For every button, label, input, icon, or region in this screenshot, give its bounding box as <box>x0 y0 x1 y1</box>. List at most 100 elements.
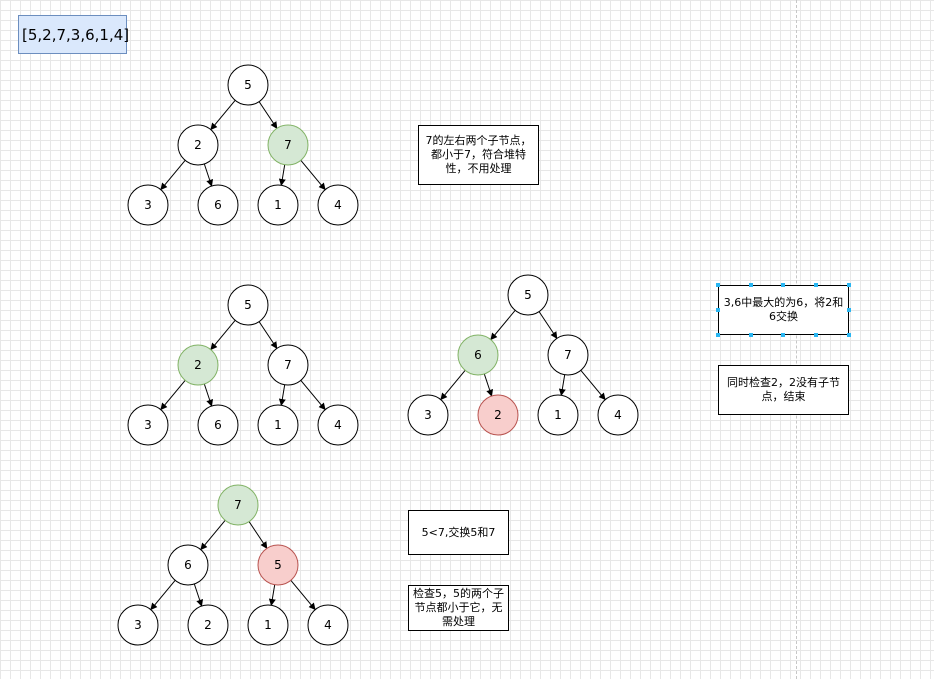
node-circle[interactable] <box>177 344 219 386</box>
tree-node-6[interactable]: 6 <box>457 334 499 376</box>
tree-node-2[interactable]: 2 <box>477 394 519 436</box>
selection-handle[interactable] <box>814 333 818 337</box>
note-step2-end[interactable]: 同时检查2，2没有子节点，结束 <box>718 365 849 415</box>
node-circle[interactable] <box>247 604 289 646</box>
tree-edge-arrow[interactable] <box>150 580 176 611</box>
note-step1[interactable]: 7的左右两个子节点，都小于7，符合堆特性，不用处理 <box>418 125 539 185</box>
tree-edge-arrow[interactable] <box>193 583 204 607</box>
selection-handle[interactable] <box>749 333 753 337</box>
tree-node-5[interactable]: 5 <box>227 64 269 106</box>
tree-node-7[interactable]: 7 <box>267 344 309 386</box>
node-circle[interactable] <box>407 394 449 436</box>
tree-node-7[interactable]: 7 <box>547 334 589 376</box>
node-circle[interactable] <box>117 604 159 646</box>
node-circle[interactable] <box>457 334 499 376</box>
tree-node-1[interactable]: 1 <box>247 604 289 646</box>
selection-handle[interactable] <box>781 283 785 287</box>
array-label[interactable]: [5,2,7,3,6,1,4] <box>18 15 129 54</box>
tree-node-6[interactable]: 6 <box>167 544 209 586</box>
tree-node-6[interactable]: 6 <box>197 404 239 446</box>
tree-edge-arrow[interactable] <box>490 310 516 341</box>
selection-handle[interactable] <box>847 333 851 337</box>
selection-handle[interactable] <box>716 308 720 312</box>
node-circle[interactable] <box>537 394 579 436</box>
tree-edge-arrow[interactable] <box>210 100 236 131</box>
node-circle[interactable] <box>507 274 549 316</box>
tree-edge-arrow[interactable] <box>210 320 236 351</box>
node-circle[interactable] <box>317 184 359 226</box>
selection-handle[interactable] <box>814 283 818 287</box>
tree-node-1[interactable]: 1 <box>257 404 299 446</box>
tree-edge-arrow[interactable] <box>558 374 566 396</box>
tree-node-3[interactable]: 3 <box>407 394 449 436</box>
node-circle[interactable] <box>227 64 269 106</box>
note-step3-check[interactable]: 检查5，5的两个子节点都小于它，无需处理 <box>408 585 509 631</box>
selection-handle[interactable] <box>847 308 851 312</box>
tree-edge-arrow[interactable] <box>258 101 278 129</box>
node-circle[interactable] <box>127 404 169 446</box>
tree-node-5[interactable]: 5 <box>227 284 269 326</box>
tree-edge-arrow[interactable] <box>278 164 286 186</box>
tree-edge-arrow[interactable] <box>483 373 494 397</box>
tree-node-4[interactable]: 4 <box>317 184 359 226</box>
tree-node-3[interactable]: 3 <box>127 184 169 226</box>
node-circle[interactable] <box>317 404 359 446</box>
tree-edge-arrow[interactable] <box>258 321 278 349</box>
node-circle[interactable] <box>267 344 309 386</box>
tree-edge-arrow[interactable] <box>203 163 214 187</box>
node-circle[interactable] <box>227 284 269 326</box>
tree-edge-arrow[interactable] <box>538 311 558 339</box>
tree-node-7[interactable]: 7 <box>267 124 309 166</box>
selection-handle[interactable] <box>716 283 720 287</box>
tree-node-3[interactable]: 3 <box>117 604 159 646</box>
tree-edge-arrow[interactable] <box>160 380 186 411</box>
tree-node-2[interactable]: 2 <box>177 344 219 386</box>
tree-node-2[interactable]: 2 <box>177 124 219 166</box>
tree-edge-arrow[interactable] <box>203 383 214 407</box>
tree-edge-arrow[interactable] <box>300 160 326 191</box>
selection-handle[interactable] <box>716 333 720 337</box>
node-circle[interactable] <box>127 184 169 226</box>
selection-handle[interactable] <box>847 283 851 287</box>
tree-edge-arrow[interactable] <box>268 584 276 606</box>
selection-handle[interactable] <box>781 333 785 337</box>
tree-node-5[interactable]: 5 <box>507 274 549 316</box>
selection-handle[interactable] <box>749 283 753 287</box>
tree-edge-arrow[interactable] <box>440 370 466 401</box>
node-circle[interactable] <box>197 184 239 226</box>
tree-node-6[interactable]: 6 <box>197 184 239 226</box>
note-step3-swap[interactable]: 5<7,交换5和7 <box>408 510 509 555</box>
node-circle[interactable] <box>267 124 309 166</box>
tree-node-1[interactable]: 1 <box>537 394 579 436</box>
node-value: 7 <box>564 348 572 362</box>
tree-node-7[interactable]: 7 <box>217 484 259 526</box>
node-circle[interactable] <box>547 334 589 376</box>
tree-node-1[interactable]: 1 <box>257 184 299 226</box>
tree-node-5[interactable]: 5 <box>257 544 299 586</box>
node-circle[interactable] <box>257 184 299 226</box>
tree-node-4[interactable]: 4 <box>317 404 359 446</box>
node-circle[interactable] <box>257 404 299 446</box>
node-circle[interactable] <box>177 124 219 166</box>
tree-edge-arrow[interactable] <box>300 380 326 411</box>
note-step2-swap[interactable]: 3,6中最大的为6，将2和6交换 <box>718 285 849 335</box>
node-value: 1 <box>554 408 562 422</box>
node-circle[interactable] <box>477 394 519 436</box>
node-circle[interactable] <box>597 394 639 436</box>
node-circle[interactable] <box>167 544 209 586</box>
node-circle[interactable] <box>197 404 239 446</box>
tree-node-3[interactable]: 3 <box>127 404 169 446</box>
tree-edge-arrow[interactable] <box>580 370 606 401</box>
node-circle[interactable] <box>257 544 299 586</box>
node-circle[interactable] <box>217 484 259 526</box>
tree-edge-arrow[interactable] <box>160 160 186 191</box>
tree-edge-arrow[interactable] <box>248 521 268 549</box>
tree-edge-arrow[interactable] <box>200 520 226 551</box>
tree-edge-arrow[interactable] <box>278 384 286 406</box>
tree-node-4[interactable]: 4 <box>307 604 349 646</box>
tree-edge-arrow[interactable] <box>290 580 316 611</box>
node-circle[interactable] <box>307 604 349 646</box>
node-circle[interactable] <box>187 604 229 646</box>
tree-node-4[interactable]: 4 <box>597 394 639 436</box>
tree-node-2[interactable]: 2 <box>187 604 229 646</box>
